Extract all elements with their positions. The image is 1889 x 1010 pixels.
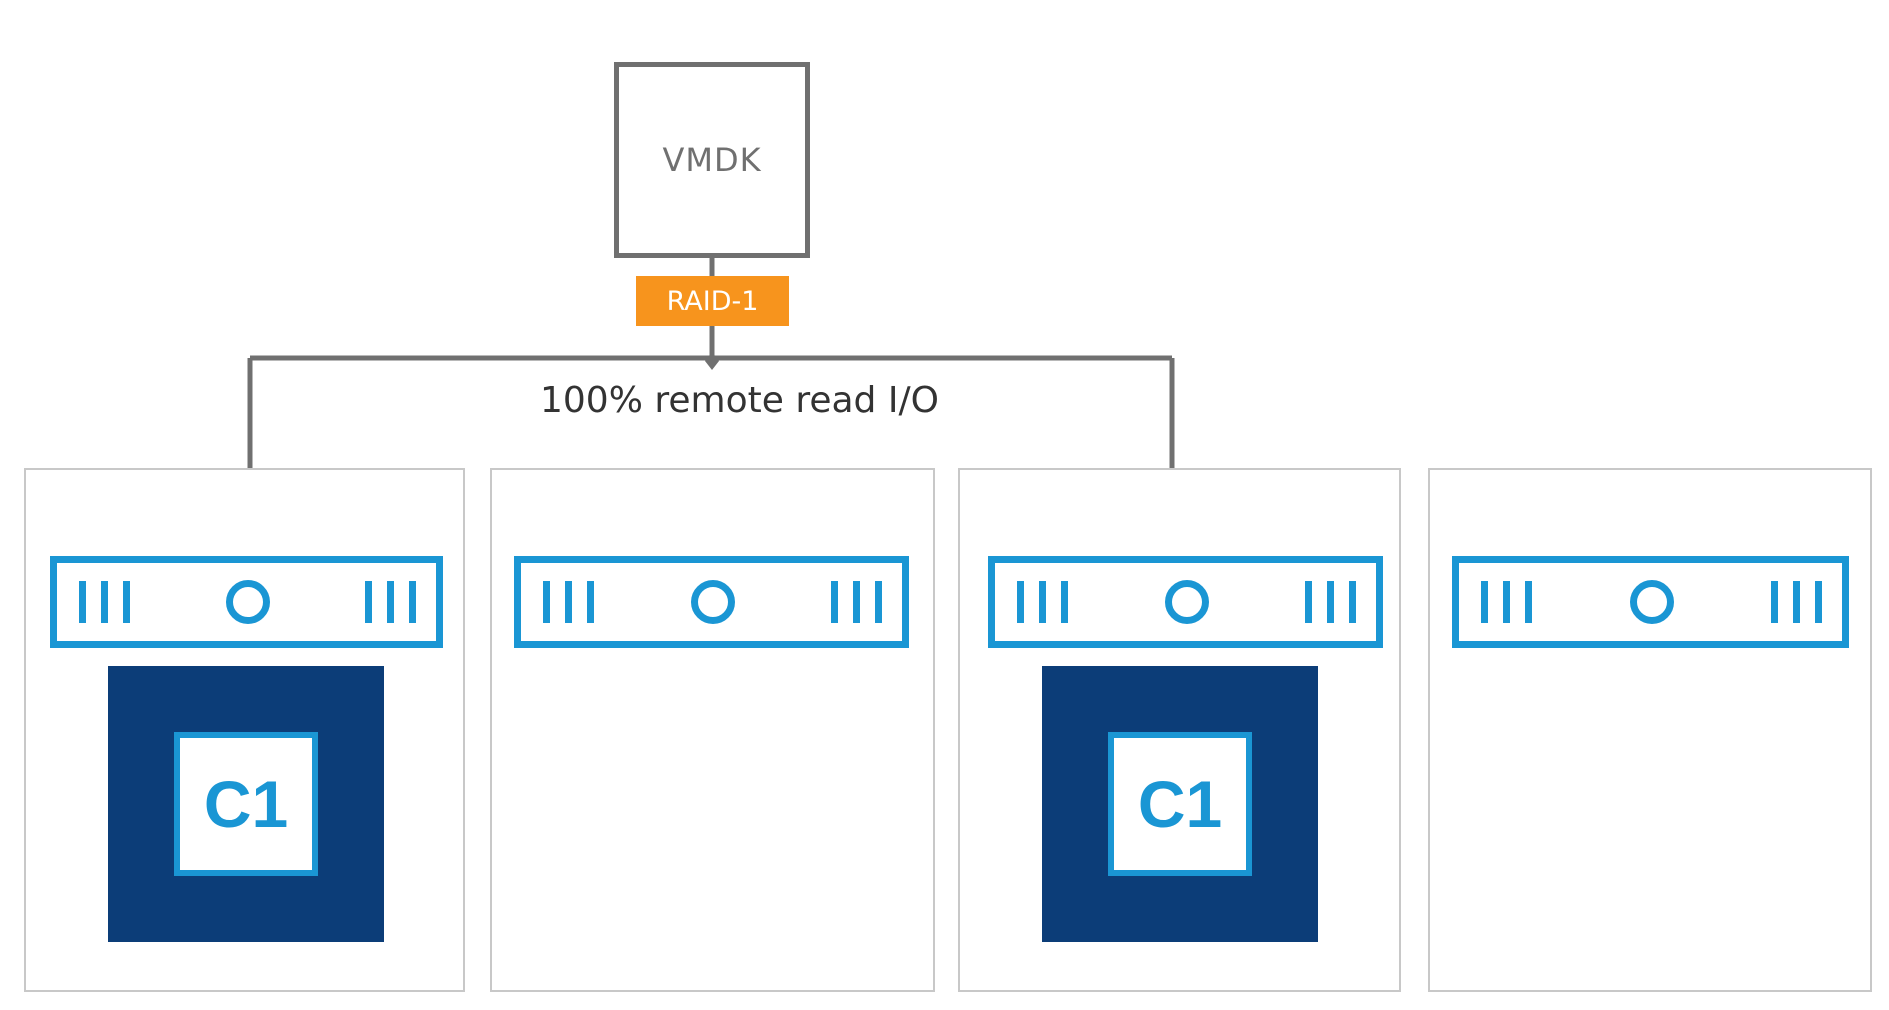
drive-bars-right [1771, 581, 1822, 623]
host-3: C1 [958, 468, 1401, 992]
component-label-box: C1 [174, 732, 318, 876]
vmdk-box: VMDK [614, 62, 810, 258]
drive-bars-left [1017, 581, 1068, 623]
drive-bars-left [543, 581, 594, 623]
drive-bars-left [79, 581, 130, 623]
drive-bars-left [1481, 581, 1532, 623]
drive-4 [1452, 556, 1849, 648]
component-label: C1 [203, 767, 289, 841]
bus-junction-marker [705, 352, 719, 370]
component-block-1: C1 [108, 666, 384, 942]
drive-led-icon [225, 580, 270, 624]
vmdk-label: VMDK [662, 141, 762, 179]
drive-3 [988, 556, 1383, 648]
io-label: 100% remote read I/O [540, 380, 939, 421]
drive-2 [514, 556, 909, 648]
drive-bars-right [365, 581, 416, 623]
drive-led-icon [1164, 580, 1209, 624]
component-block-3: C1 [1042, 666, 1318, 942]
drive-1 [50, 556, 443, 648]
component-label: C1 [1137, 767, 1223, 841]
drive-bars-right [1305, 581, 1356, 623]
host-4 [1428, 468, 1872, 992]
raid-badge: RAID-1 [636, 276, 789, 326]
host-2 [490, 468, 935, 992]
component-label-box: C1 [1108, 732, 1252, 876]
host-1: C1 [24, 468, 465, 992]
drive-bars-right [831, 581, 882, 623]
drive-led-icon [690, 580, 735, 624]
drive-led-icon [1629, 580, 1674, 624]
